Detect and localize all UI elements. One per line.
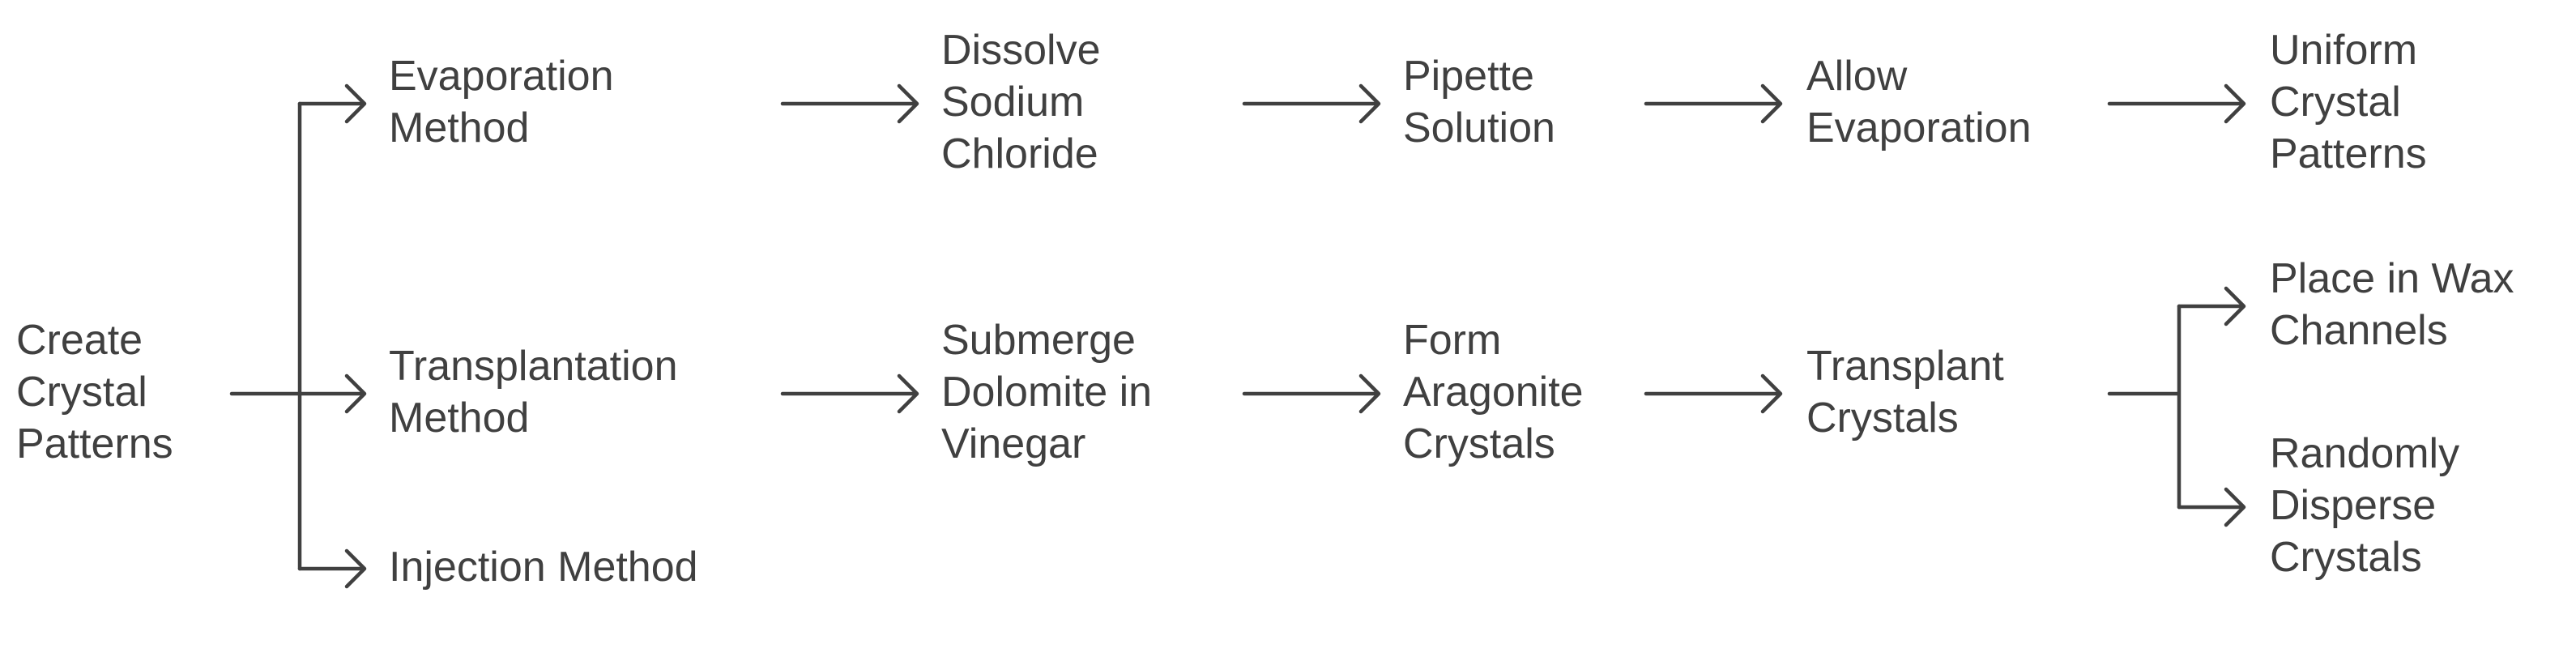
node-transplant-crystals: Transplant Crystals bbox=[1806, 343, 2004, 442]
connector-transplant-to-random bbox=[2177, 487, 2246, 527]
arrow-allow-to-uniform bbox=[2107, 83, 2246, 124]
node-place-in-wax-channels: Place in Wax Channels bbox=[2270, 255, 2514, 354]
node-allow-evaporation: Allow Evaporation bbox=[1806, 53, 2032, 151]
arrow-dissolve-to-pipette bbox=[1242, 83, 1381, 124]
node-evaporation-method: Evaporation Method bbox=[389, 53, 614, 151]
node-dissolve-sodium-chloride: Dissolve Sodium Chloride bbox=[941, 27, 1101, 177]
connector-root-trunk bbox=[229, 101, 302, 571]
node-pipette-solution: Pipette Solution bbox=[1403, 53, 1555, 151]
arrow-transplantation-to-submerge bbox=[780, 373, 919, 414]
node-submerge-dolomite: Submerge Dolomite in Vinegar bbox=[941, 317, 1153, 467]
node-uniform-crystal-patterns: Uniform Crystal Patterns bbox=[2270, 27, 2427, 177]
node-randomly-disperse-crystals: Randomly Disperse Crystals bbox=[2270, 430, 2460, 581]
arrow-submerge-to-form bbox=[1242, 373, 1381, 414]
node-form-aragonite-crystals: Form Aragonite Crystals bbox=[1403, 317, 1584, 467]
arrow-evaporation-to-dissolve bbox=[780, 83, 919, 124]
connector-transplant-trunk bbox=[2107, 304, 2181, 510]
connector-root-to-injection bbox=[297, 548, 367, 589]
arrow-pipette-to-allow bbox=[1644, 83, 1783, 124]
node-injection-method: Injection Method bbox=[389, 544, 698, 591]
connector-transplant-to-wax bbox=[2177, 286, 2246, 326]
node-transplantation-method: Transplantation Method bbox=[389, 343, 678, 442]
connector-root-to-transplantation bbox=[297, 373, 367, 414]
connector-root-to-evaporation bbox=[297, 83, 367, 124]
arrow-form-to-transplant bbox=[1644, 373, 1783, 414]
node-create-crystal-patterns: Create Crystal Patterns bbox=[16, 317, 173, 467]
